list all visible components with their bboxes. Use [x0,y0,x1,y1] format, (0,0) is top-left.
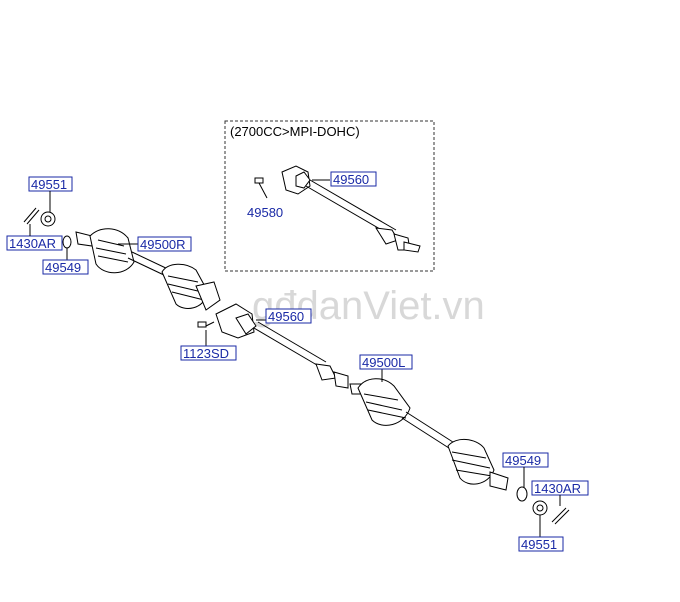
p49500R-label: 49500R [140,237,186,252]
p49560-main-box [265,308,312,324]
right-axle-assembly [75,228,221,311]
right-cotter-pin [551,507,570,525]
left-nut [40,211,56,227]
right-1430AR-label: 1430AR [534,481,581,496]
inset-intermediate-shaft [281,165,421,253]
right-49551-label: 49551 [521,537,557,552]
right-washer [516,486,528,502]
left-washer [62,235,72,249]
inset-49560-box [330,171,377,187]
variant-inset-box [224,120,435,272]
left-cotter-pin [23,207,40,225]
right-49549-box [502,452,549,468]
left-axle-assembly [349,378,509,491]
p49500L-box [359,354,413,370]
p49500L-label: 49500L [362,355,405,370]
left-1430AR-box [6,235,63,251]
bolt-1123SD [197,321,215,328]
p49560-main-label: 49560 [268,309,304,324]
left-49549-box [42,259,89,275]
variant-title: (2700CC>MPI-DOHC) [230,124,360,139]
p1123SD-label: 1123SD [183,346,229,361]
p1123SD-box [180,345,237,361]
inset-49580-label: 49580 [247,205,283,220]
left-1430AR-label: 1430AR [9,236,56,251]
right-nut [532,500,548,516]
left-49551-label: 49551 [31,177,67,192]
right-49551-box [518,536,564,552]
inset-bolt [254,177,268,199]
left-49549-label: 49549 [45,260,81,275]
p49500R-box [137,236,192,252]
intermediate-shaft [215,303,349,389]
inset-49560-label: 49560 [333,172,369,187]
right-49549-label: 49549 [505,453,541,468]
